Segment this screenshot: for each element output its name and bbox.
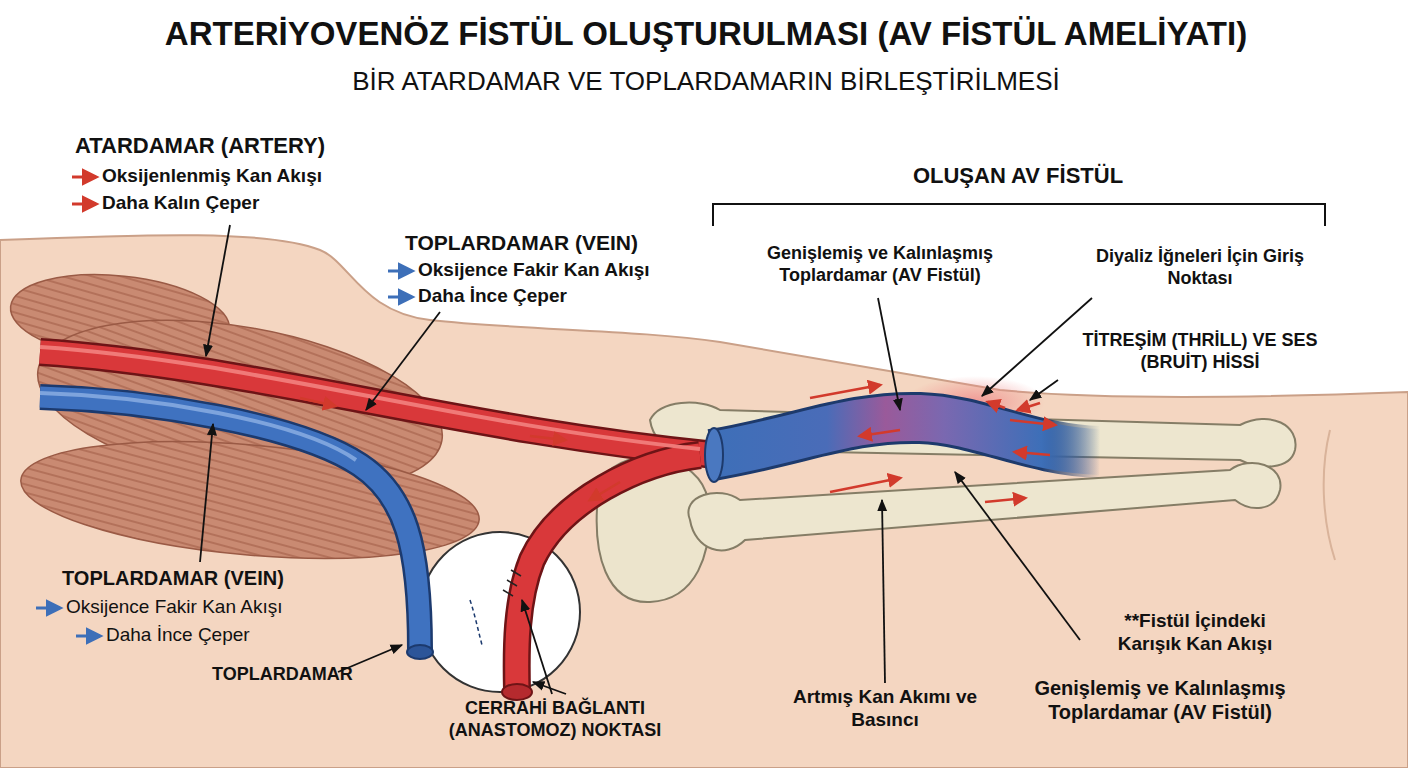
av-fistula — [712, 418, 1100, 455]
arrow-icon — [388, 296, 412, 299]
leader-line — [982, 298, 1092, 396]
arrow-icon — [388, 270, 412, 273]
flow-arrow — [300, 385, 1055, 502]
leader-line — [522, 600, 552, 694]
artery-vessel — [517, 455, 700, 690]
flow-arrow — [985, 498, 1025, 502]
part-label: CERRAHİ BAĞLANTI (ANASTOMOZ) NOKTASI — [430, 698, 680, 741]
subtitle: BİR ATARDAMAR VE TOPLARDAMARIN BİRLEŞTİR… — [2, 66, 1408, 97]
vein-vessel — [40, 393, 433, 659]
bone — [688, 463, 1280, 550]
flow-arrow — [860, 430, 900, 436]
part-label: TOPLARDAMAR — [212, 664, 353, 686]
artery-vessel — [40, 347, 700, 449]
flow-arrow — [810, 385, 880, 398]
leader-line — [206, 225, 230, 356]
artery-vessel — [40, 347, 715, 700]
flow-arrow — [1015, 452, 1050, 455]
leader-line — [200, 424, 213, 562]
arrow-icon — [76, 635, 100, 638]
bone — [597, 403, 1296, 602]
artery-vessel — [503, 570, 521, 596]
part-note: Daha Kalın Çeper — [102, 192, 259, 215]
part-note: Oksijenlenmiş Kan Akışı — [102, 165, 322, 188]
artery-vessel — [517, 455, 700, 690]
arm-skin — [1324, 430, 1335, 560]
flow-arrow — [830, 478, 900, 492]
part-label: Genişlemiş ve Kalınlaşmış Toplardamar (A… — [1000, 676, 1320, 724]
flow-arrow — [300, 398, 335, 406]
av-fistula — [705, 428, 723, 482]
leader-line — [533, 682, 566, 694]
part-label: TOPLARDAMAR (VEIN) — [405, 230, 638, 255]
vein-vessel — [407, 645, 433, 659]
arrow-icon — [72, 203, 96, 206]
part-label: TOPLARDAMAR (VEIN) — [62, 566, 284, 590]
part-note: Daha İnce Çeper — [106, 624, 250, 647]
part-label: TİTREŞİM (THRİLL) VE SES (BRUİT) HİSSİ — [1055, 330, 1345, 373]
part-label: Diyaliz İğneleri İçin Giriş Noktası — [1080, 246, 1320, 289]
part-note: Oksijence Fakir Kan Akışı — [418, 259, 650, 282]
artery-vessel — [502, 684, 532, 700]
part-note: Oksijence Fakir Kan Akışı — [66, 596, 282, 619]
flow-arrow — [1010, 420, 1055, 425]
arrow-icon — [72, 176, 96, 179]
inset-circle — [420, 532, 580, 692]
bone — [650, 403, 1296, 467]
arrow-icon — [36, 607, 60, 610]
title: ARTERİYOVENÖZ FİSTÜL OLUŞTURULMASI (AV F… — [2, 14, 1408, 54]
leader-line — [955, 472, 1080, 640]
inset-circle — [420, 532, 580, 692]
vein-vessel — [40, 397, 420, 650]
leader-line — [1030, 380, 1058, 400]
artery-vessel — [470, 600, 482, 645]
flow-arrow — [1018, 403, 1040, 410]
av-fistula — [712, 418, 1100, 455]
arm-skin — [0, 235, 1408, 768]
part-label: ATARDAMAR (ARTERY) — [75, 133, 325, 159]
part-note: Daha İnce Çeper — [418, 285, 567, 308]
part-label: Artmış Kan Akımı ve Basıncı — [770, 686, 1000, 732]
group-label: OLUŞAN AV FİSTÜL — [888, 163, 1148, 189]
flow-arrow — [530, 436, 565, 440]
leader-line — [882, 500, 885, 683]
part-label: Genişlemiş ve Kalınlaşmış Toplardamar (A… — [720, 243, 1040, 286]
bracket — [713, 204, 1325, 226]
note: **Fistül İçindeki Karışık Kan Akışı — [1095, 610, 1295, 656]
flow-arrow — [988, 402, 1005, 408]
flow-arrow — [590, 482, 620, 500]
arrow-icon — [36, 177, 412, 636]
vein-vessel — [40, 397, 420, 650]
leader-line — [200, 225, 1092, 694]
leader-line — [366, 312, 440, 410]
leader-line — [878, 298, 900, 410]
av-fistula — [705, 376, 1100, 482]
bracket — [713, 204, 1325, 226]
arm-skin — [0, 235, 1408, 768]
